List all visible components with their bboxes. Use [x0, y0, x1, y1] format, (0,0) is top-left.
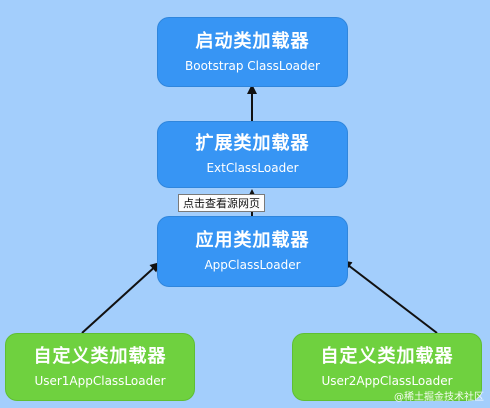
node-user2-title: 自定义类加载器: [320, 345, 454, 367]
node-bootstrap-title: 启动类加载器: [195, 30, 310, 52]
node-bootstrap-classloader: 启动类加载器 Bootstrap ClassLoader: [157, 17, 348, 87]
site-watermark: @稀土掘金技术社区: [394, 392, 484, 403]
node-app-title: 应用类加载器: [195, 230, 310, 251]
node-user1-classloader: 自定义类加载器 User1AppClassLoader: [5, 333, 195, 401]
node-user2-classloader: 自定义类加载器 User2AppClassLoader: [292, 333, 482, 401]
node-bootstrap-subtitle: Bootstrap ClassLoader: [185, 58, 320, 73]
node-ext-title: 扩展类加载器: [195, 133, 310, 154]
node-user1-title: 自定义类加载器: [33, 345, 167, 367]
node-ext-classloader: 扩展类加载器 ExtClassLoader: [157, 121, 348, 188]
node-user1-subtitle: User1AppClassLoader: [34, 373, 166, 388]
node-app-classloader: 应用类加载器 AppClassLoader: [157, 216, 348, 287]
node-ext-subtitle: ExtClassLoader: [206, 161, 299, 175]
node-app-subtitle: AppClassLoader: [204, 258, 301, 272]
arrow-user2-to-app: [341, 260, 438, 334]
view-source-tooltip: 点击查看源网页: [178, 194, 265, 212]
arrow-user1-to-app: [81, 261, 161, 334]
node-user2-subtitle: User2AppClassLoader: [321, 373, 453, 388]
